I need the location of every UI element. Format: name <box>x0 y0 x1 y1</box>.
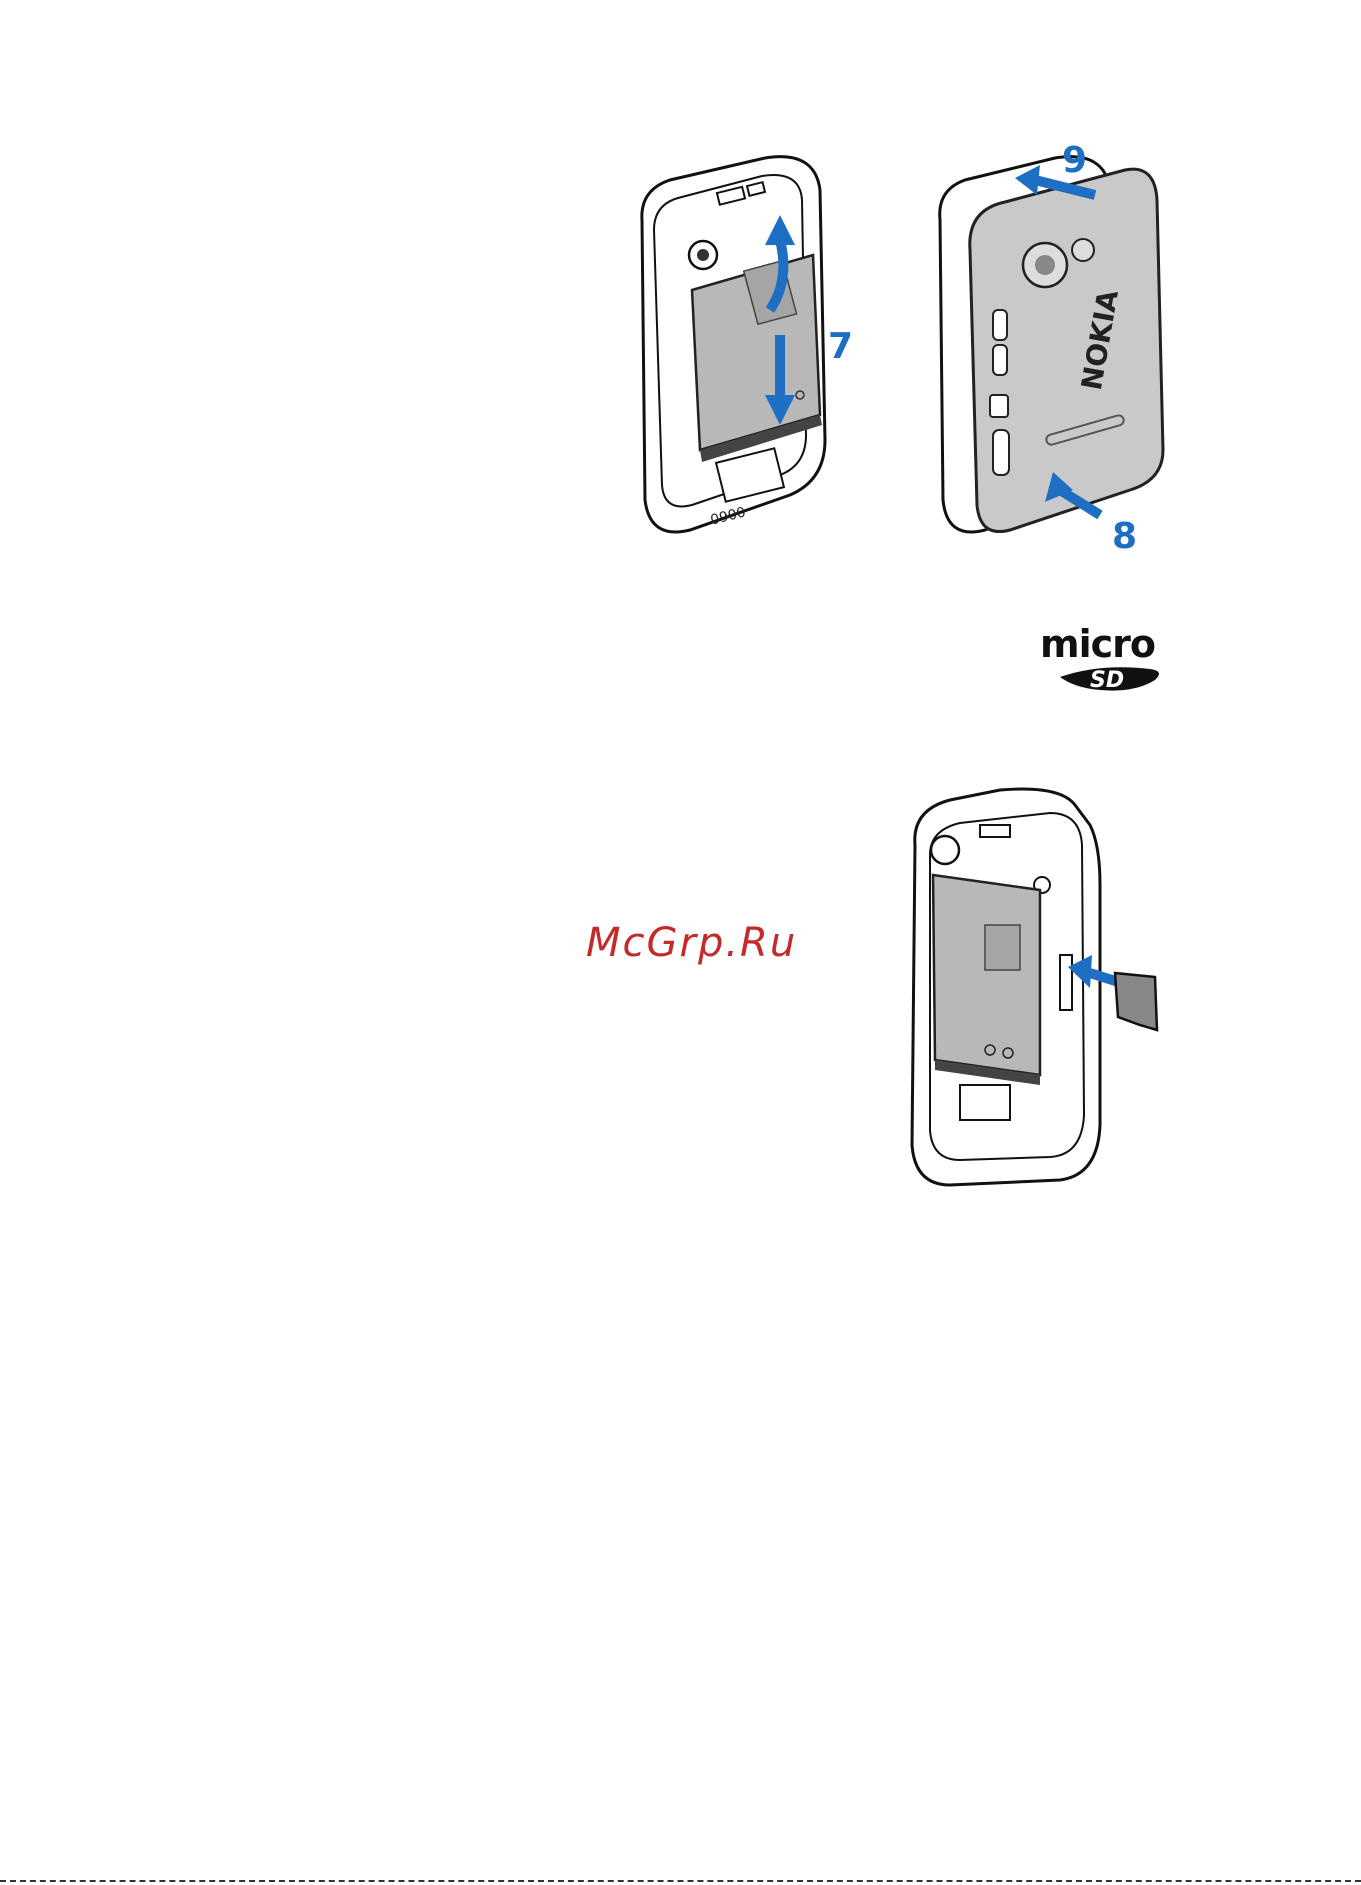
volume-up-button <box>993 310 1007 340</box>
memory-card-illustration <box>900 785 1180 1195</box>
microsd-card-icon <box>1115 973 1157 1030</box>
camera-center-icon <box>697 249 709 261</box>
page-footer-divider <box>0 1880 1361 1882</box>
battery <box>933 875 1040 1085</box>
volume-down-button <box>993 345 1007 375</box>
watermark: McGrp.Ru <box>586 920 797 966</box>
camera-key-icon <box>990 395 1008 417</box>
connector-icon <box>980 825 1010 837</box>
camera-lens-icon <box>931 836 959 864</box>
battery-compartment-label <box>960 1085 1010 1120</box>
microsd-logo-sd: SD <box>1090 668 1124 693</box>
step-label-8: 8 <box>1112 516 1137 557</box>
microsd-logo: micro SD <box>1040 625 1170 695</box>
flash-icon <box>1072 239 1094 261</box>
back-cover: NOKIA <box>970 169 1163 531</box>
step-label-9: 9 <box>1062 140 1087 181</box>
step-label-7: 7 <box>828 326 853 367</box>
memory-card-slot <box>1060 955 1072 1010</box>
microsd-logo-text: micro <box>1040 625 1155 666</box>
camera-center-icon <box>1035 255 1055 275</box>
battery <box>692 255 822 462</box>
cover-attach-illustration: NOKIA <box>925 150 1165 550</box>
